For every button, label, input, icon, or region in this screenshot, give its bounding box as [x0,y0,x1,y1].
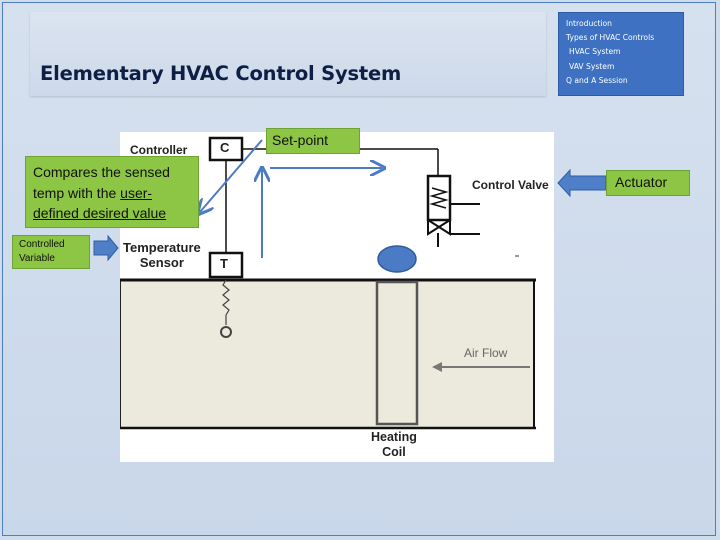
controlled-variable-line1: Controlled [19,239,65,250]
hvac-diagram-drawing [120,136,536,430]
user-defined-link-part2[interactable]: defined desired value [33,205,167,221]
user-defined-link-part1[interactable]: user- [120,184,153,201]
agenda-item-q-and-a-session[interactable]: Q and A Session [566,75,628,85]
temperature-sensor-line2: Sensor [139,255,184,270]
compares-callout: Compares the sensed temp with the user- … [25,156,199,228]
actuator-callout: Actuator [606,170,690,196]
compares-line1: Compares the sensed [33,164,170,180]
agenda-panel: Introduction Types of HVAC Controls HVAC… [558,12,684,96]
heating-coil [375,280,419,426]
heating-coil-line2: Coil [382,445,406,459]
sensor-probe [222,279,230,325]
controlled-variable-line2: Variable [19,253,55,264]
agenda-item-types-of-hvac-controls[interactable]: Types of HVAC Controls [566,33,655,43]
temperature-sensor-line1: Temperature [123,240,201,255]
sensor-box-letter: T [220,256,228,271]
compares-line2: temp with the [33,184,121,201]
agenda-item-hvac-system[interactable]: HVAC System [569,47,621,57]
air-flow-label: Air Flow [464,346,508,360]
controller-box-letter: C [220,140,230,155]
slide-title: Elementary HVAC Control System [40,62,402,85]
sensor-bulb [220,326,232,338]
title-bar: Elementary HVAC Control System [30,12,546,96]
heating-coil-label: Heating Coil [371,430,417,460]
controlled-variable-callout: Controlled Variable [12,235,90,269]
agenda-item-introduction[interactable]: Introduction [566,19,612,28]
heating-coil-line1: Heating [371,430,417,444]
control-valve-label: Control Valve [472,178,549,192]
setpoint-callout: Set-point [266,128,360,154]
agenda-item-vav-system[interactable]: VAV System [569,61,615,71]
temperature-sensor-label: Temperature Sensor [123,240,201,270]
controller-label: Controller [130,143,188,157]
